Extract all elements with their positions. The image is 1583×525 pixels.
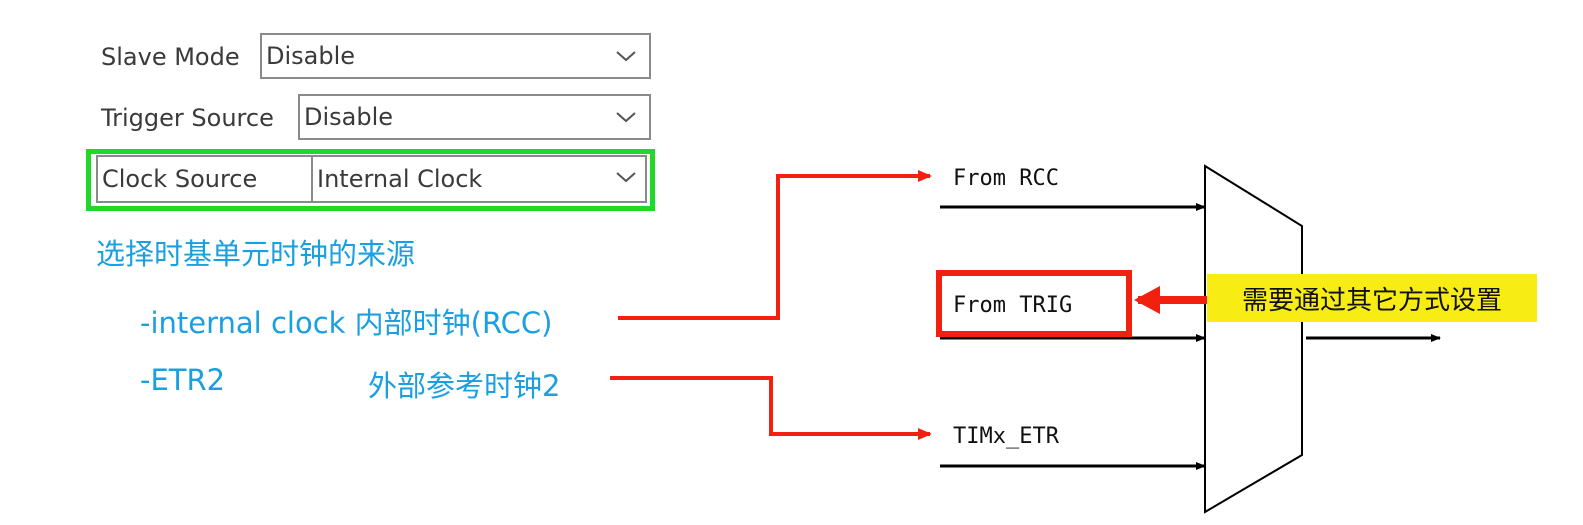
internal-clock-connector <box>618 170 932 320</box>
trigger-source-select[interactable]: Disable <box>298 94 651 140</box>
explanation-internal-clock: -internal clock 内部时钟(RCC) <box>140 306 553 340</box>
slave-mode-select[interactable]: Disable <box>260 33 651 79</box>
etr2-connector <box>610 376 932 440</box>
mux-input-etr: TIMx_ETR <box>953 424 1059 449</box>
slave-mode-row: Slave Mode <box>95 33 240 81</box>
explanation-etr2-desc: 外部参考时钟2 <box>368 369 561 403</box>
explanation-heading: 选择时基单元时钟的来源 <box>96 237 416 271</box>
clock-source-divider <box>311 155 313 203</box>
clock-source-label: Clock Source <box>102 165 258 193</box>
mux-input-rcc: From RCC <box>953 166 1059 191</box>
chevron-down-icon <box>616 51 636 62</box>
clock-source-highlight <box>86 149 655 211</box>
note-pointer-arrowhead <box>1134 286 1160 314</box>
slave-mode-value: Disable <box>266 42 356 70</box>
chevron-down-icon <box>616 172 636 183</box>
trigger-source-value: Disable <box>304 103 394 131</box>
clock-source-value: Internal Clock <box>317 165 483 193</box>
clock-source-select[interactable] <box>96 155 647 203</box>
mux-input-trig: From TRIG <box>953 293 1073 318</box>
slave-mode-label: Slave Mode <box>101 43 240 71</box>
note-label: 需要通过其它方式设置 <box>1207 274 1537 322</box>
trigger-source-row: Trigger Source <box>95 94 274 142</box>
mux-trapezoid <box>1204 164 1303 514</box>
trigger-source-label: Trigger Source <box>101 104 274 132</box>
chevron-down-icon <box>616 112 636 123</box>
from-trig-highlight <box>936 270 1132 337</box>
explanation-etr2-label: -ETR2 <box>140 363 226 397</box>
clock-source-value-wrap: Internal Clock <box>313 155 482 203</box>
clock-source-row: Clock Source <box>98 155 257 203</box>
